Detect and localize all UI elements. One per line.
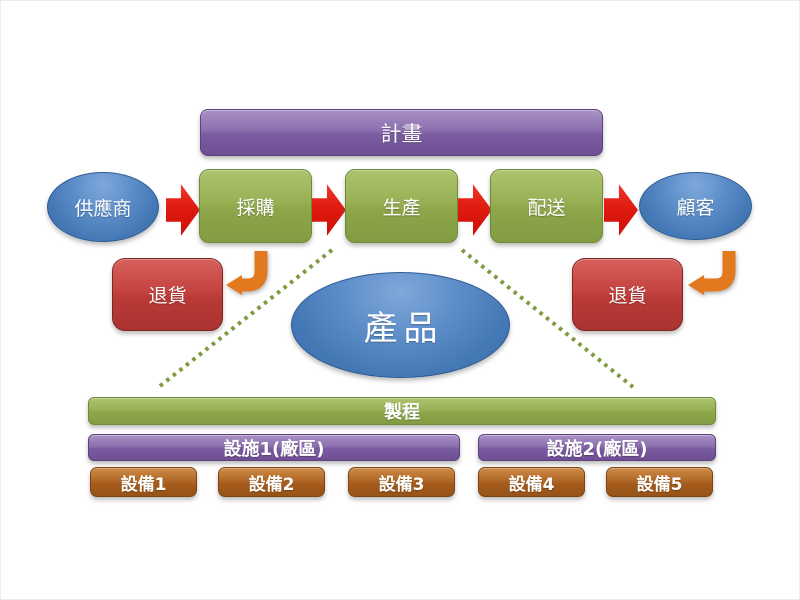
facility-2-label: 設施2(廠區) — [546, 438, 648, 460]
equipment-3-box: 設備3 — [348, 467, 455, 497]
facility-1-label: 設施1(廠區) — [223, 438, 325, 460]
equipment-4-box: 設備4 — [478, 467, 585, 497]
return-arrow-icon — [688, 251, 736, 295]
equipment-4-label: 設備4 — [508, 474, 555, 495]
production-label: 生產 — [382, 196, 421, 219]
returns-left-label: 退貨 — [148, 285, 187, 307]
return-arrow-icon — [226, 251, 268, 295]
returns-right-label: 退貨 — [608, 285, 647, 307]
plan-label: 計畫 — [380, 121, 423, 146]
equipment-1-box: 設備1 — [90, 467, 197, 497]
equipment-2-label: 設備2 — [248, 474, 295, 495]
distribution-label: 配送 — [527, 196, 566, 219]
returns-right-box: 退貨 — [572, 258, 683, 331]
equipment-3-label: 設備3 — [378, 474, 425, 495]
flow-arrow-icon — [458, 184, 492, 236]
product-label: 產品 — [363, 308, 444, 349]
returns-left-box: 退貨 — [112, 258, 223, 331]
equipment-1-label: 設備1 — [120, 474, 167, 495]
distribution-box: 配送 — [490, 169, 603, 243]
customer-ellipse: 顧客 — [639, 172, 752, 240]
product-ellipse: 產品 — [291, 272, 510, 378]
equipment-5-box: 設備5 — [606, 467, 713, 497]
procurement-box: 採購 — [199, 169, 312, 243]
flow-arrow-icon — [166, 184, 200, 236]
flow-arrow-icon — [604, 184, 638, 236]
production-box: 生產 — [345, 169, 458, 243]
process-bar: 製程 — [88, 397, 716, 425]
facility-1-bar: 設施1(廠區) — [88, 434, 460, 461]
process-label: 製程 — [384, 402, 420, 423]
flow-arrow-icon — [312, 184, 346, 236]
facility-2-bar: 設施2(廠區) — [478, 434, 716, 461]
supplier-label: 供應商 — [74, 197, 132, 220]
plan-bar: 計畫 — [200, 109, 603, 156]
procurement-label: 採購 — [236, 196, 275, 219]
customer-label: 顧客 — [676, 196, 715, 219]
equipment-2-box: 設備2 — [218, 467, 325, 497]
equipment-5-label: 設備5 — [636, 474, 683, 495]
supplier-ellipse: 供應商 — [47, 172, 159, 242]
